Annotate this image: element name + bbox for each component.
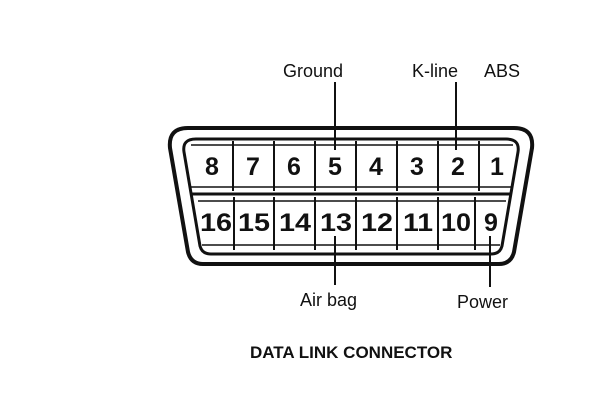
pin-number: 11 xyxy=(403,209,433,237)
pin-number: 13 xyxy=(320,209,352,237)
pin-number: 4 xyxy=(369,153,383,181)
bottom-row-pins: 16 15 14 13 12 11 10 9 xyxy=(200,209,498,237)
connector-outer-shell xyxy=(167,126,535,266)
power-label: Power xyxy=(457,292,508,312)
pin-number: 1 xyxy=(490,153,504,181)
pin-number: 5 xyxy=(328,153,342,181)
pin-number: 2 xyxy=(451,153,465,181)
abs-label: ABS xyxy=(484,61,520,81)
ground-label: Ground xyxy=(283,61,343,81)
pin-number: 12 xyxy=(361,209,393,237)
pin-grid xyxy=(191,141,513,250)
pin-number: 15 xyxy=(238,209,270,237)
k-line-label: K-line xyxy=(412,61,458,81)
top-row-pins: 8 7 6 5 4 3 2 1 xyxy=(205,153,504,181)
pin-number: 3 xyxy=(410,153,424,181)
diagram-caption: DATA LINK CONNECTOR xyxy=(250,343,452,362)
air-bag-label: Air bag xyxy=(300,290,357,310)
pin-number: 8 xyxy=(205,153,219,181)
pin-number: 7 xyxy=(246,153,260,181)
pin-number: 16 xyxy=(200,209,232,237)
pin-number: 10 xyxy=(441,209,471,237)
pin-number: 9 xyxy=(484,209,498,237)
pin-number: 14 xyxy=(279,209,311,237)
callout-leaders xyxy=(334,82,491,287)
pin-number: 6 xyxy=(287,153,301,181)
